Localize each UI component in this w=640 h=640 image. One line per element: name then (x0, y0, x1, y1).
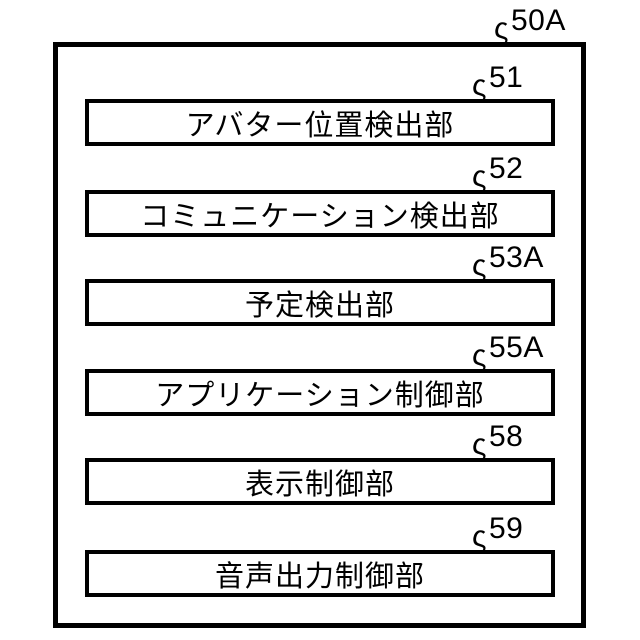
block-box: 予定検出部 (85, 279, 555, 326)
ref-label-58: ς58 (472, 420, 524, 460)
leader-squiggle-icon: ς (472, 520, 487, 553)
block-label: アバター位置検出部 (185, 109, 455, 142)
block-box: 音声出力制御部 (85, 550, 555, 597)
ref-number: 52 (488, 152, 524, 185)
ref-number: 50A (510, 4, 566, 37)
block-box: コミュニケーション検出部 (85, 190, 555, 237)
block-label: アプリケーション制御部 (155, 379, 485, 412)
ref-number: 59 (488, 512, 524, 545)
ref-number: 55A (488, 331, 544, 364)
leader-squiggle-icon: ς (494, 12, 509, 45)
block-label: 表示制御部 (244, 468, 395, 501)
ref-number: 53A (488, 241, 544, 274)
ref-label-52: ς52 (472, 152, 524, 192)
leader-squiggle-icon: ς (472, 249, 487, 282)
leader-squiggle-icon: ς (472, 339, 487, 372)
ref-label-51: ς51 (472, 61, 524, 101)
ref-number: 58 (488, 420, 524, 453)
ref-label-55A: ς55A (472, 331, 544, 371)
ref-label-50A: ς50A (494, 4, 566, 44)
block-label: 予定検出部 (244, 289, 395, 322)
block-label: コミュニケーション検出部 (140, 200, 500, 233)
leader-squiggle-icon: ς (472, 428, 487, 461)
ref-number: 51 (488, 61, 524, 94)
ref-label-59: ς59 (472, 512, 524, 552)
block-box: 表示制御部 (85, 458, 555, 505)
ref-label-53A: ς53A (472, 241, 544, 281)
leader-squiggle-icon: ς (472, 69, 487, 102)
block-box: アプリケーション制御部 (85, 369, 555, 416)
leader-squiggle-icon: ς (472, 160, 487, 193)
block-label: 音声出力制御部 (214, 560, 425, 593)
block-box: アバター位置検出部 (85, 99, 555, 146)
